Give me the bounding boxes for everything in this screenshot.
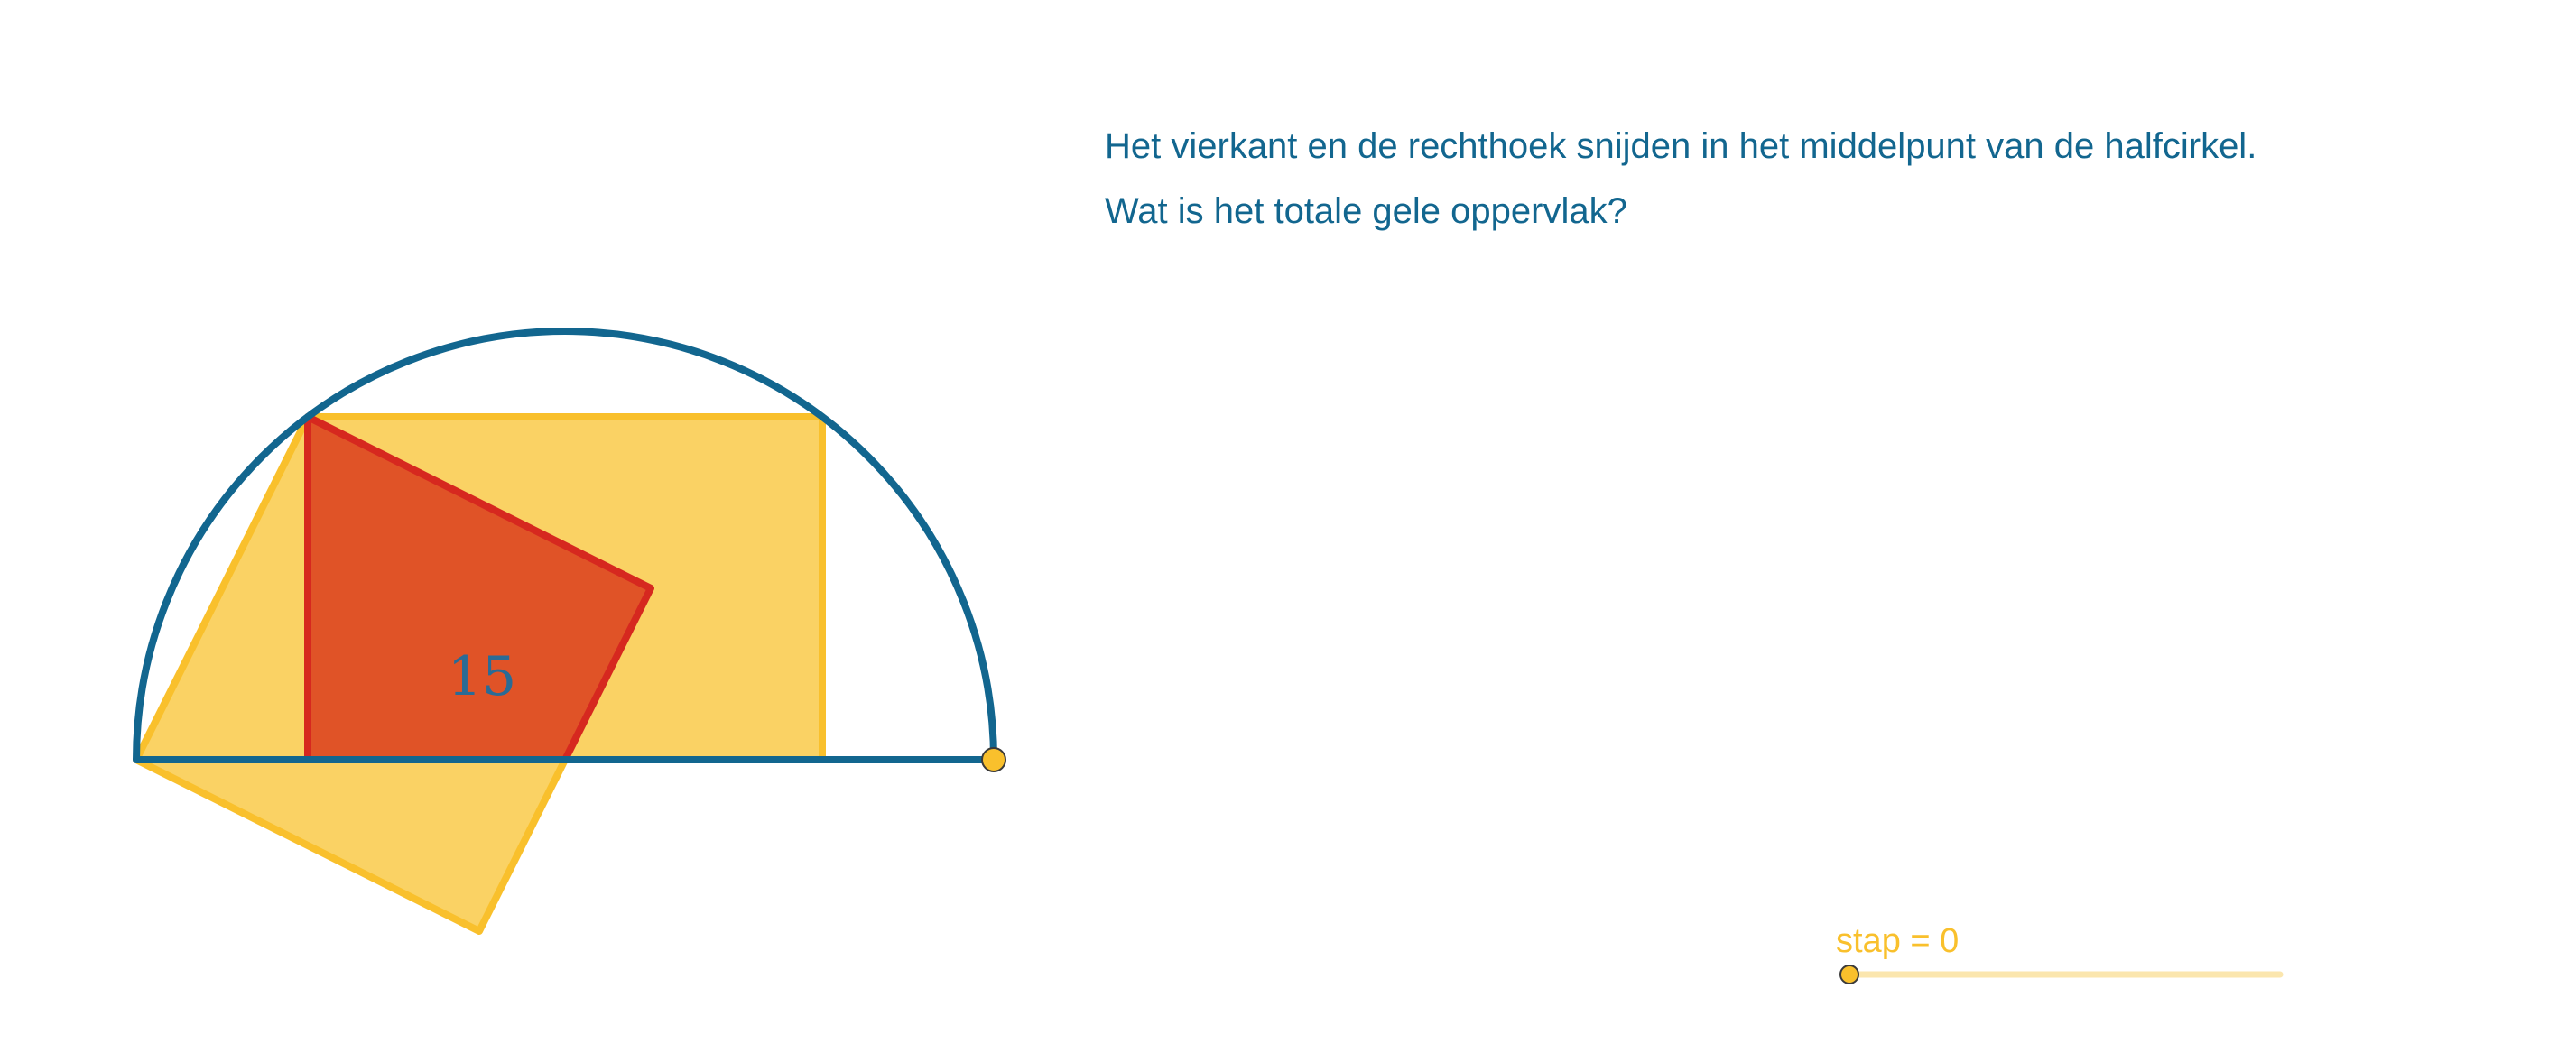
- semicircle-arc: [133, 328, 997, 761]
- area-label: 15: [448, 645, 516, 708]
- question-line-1: Het vierkant en de rechthoek snijden in …: [1105, 126, 2257, 166]
- question-line-2: Wat is het totale gele oppervlak?: [1105, 191, 1627, 231]
- slider-label: stap = 0: [1836, 922, 1960, 960]
- slider-knob[interactable]: [1839, 965, 1859, 984]
- diameter-endpoint-handle[interactable]: [981, 747, 1006, 772]
